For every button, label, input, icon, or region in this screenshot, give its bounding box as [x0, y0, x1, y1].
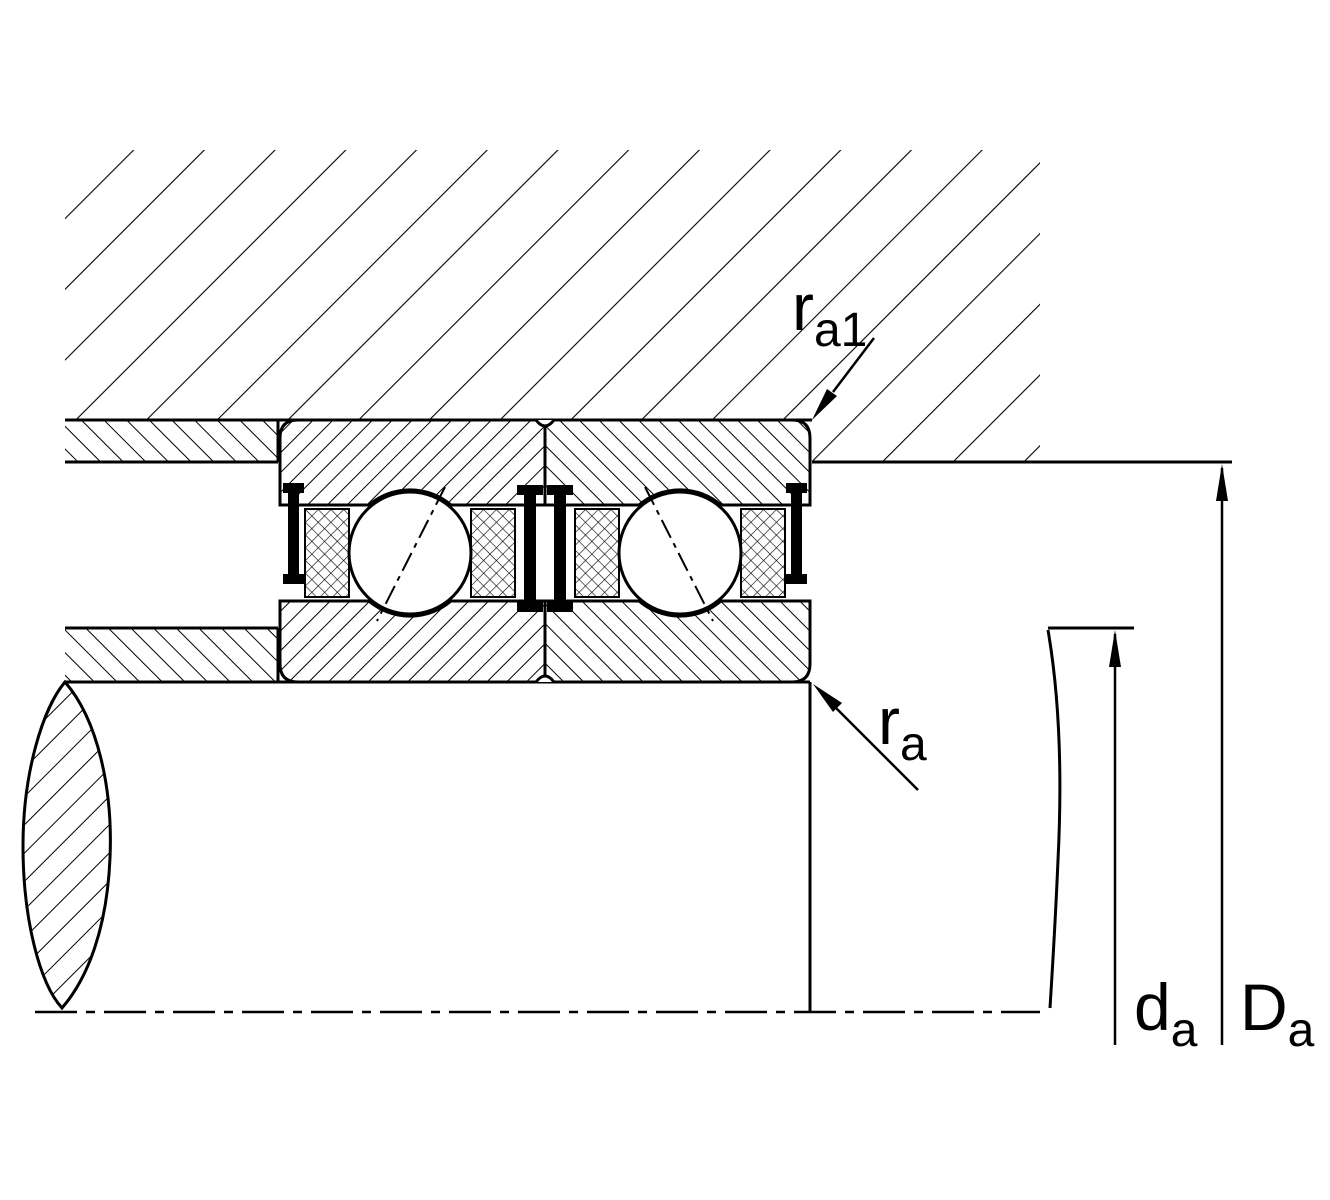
bearing-pair-cross-section	[278, 418, 812, 684]
ra-arrowhead-icon	[813, 684, 842, 712]
outer-ring-left	[278, 418, 547, 507]
label-ra1: ra1	[792, 270, 867, 357]
bearing-seal-left	[283, 483, 304, 584]
label-Da: Da	[1240, 970, 1315, 1057]
da-arrowhead-icon	[1109, 630, 1121, 667]
shaft-cross-section	[21, 626, 1134, 1012]
housing-hatch-area-right	[812, 420, 1040, 462]
shaft-breakout-section	[21, 679, 112, 1011]
shaft-abutment-broken-edge	[1046, 629, 1062, 1009]
junction-notch-top	[534, 419, 556, 428]
dimension-Da: Da	[1216, 464, 1315, 1057]
contact-angle-line-right	[644, 486, 714, 622]
junction-notch-bottom	[534, 674, 556, 683]
Da-arrowhead-icon	[1216, 464, 1228, 501]
label-da: da	[1134, 970, 1198, 1057]
leader-ra1: ra1	[792, 270, 875, 420]
leader-ra: ra	[813, 684, 927, 791]
bearing-seal-middle	[517, 485, 573, 612]
bearing-cage-left-inboard	[470, 508, 516, 598]
bearing-seal-right	[786, 483, 807, 584]
label-ra: ra	[878, 684, 927, 771]
bearing-cage-right-inboard	[574, 508, 620, 598]
contact-angle-line-left	[376, 486, 446, 622]
inner-ring-left	[278, 599, 547, 684]
inner-ring-right	[543, 599, 812, 684]
bearing-cage-left-outboard	[304, 508, 350, 598]
shaft-shoulder-strip	[65, 628, 278, 682]
ball-left	[347, 490, 473, 616]
bearing-cage-right-outboard	[740, 508, 786, 598]
ball-right	[617, 490, 743, 616]
housing-hatch-area	[65, 150, 1040, 420]
ra-leader-line	[835, 707, 919, 791]
housing-shoulder-strip	[65, 420, 278, 462]
housing-cross-section	[65, 150, 1232, 464]
outer-ring-right	[543, 418, 812, 507]
dimension-da: da	[1109, 630, 1198, 1057]
ra1-leader-line	[832, 337, 875, 393]
ra1-arrowhead-icon	[812, 389, 837, 420]
